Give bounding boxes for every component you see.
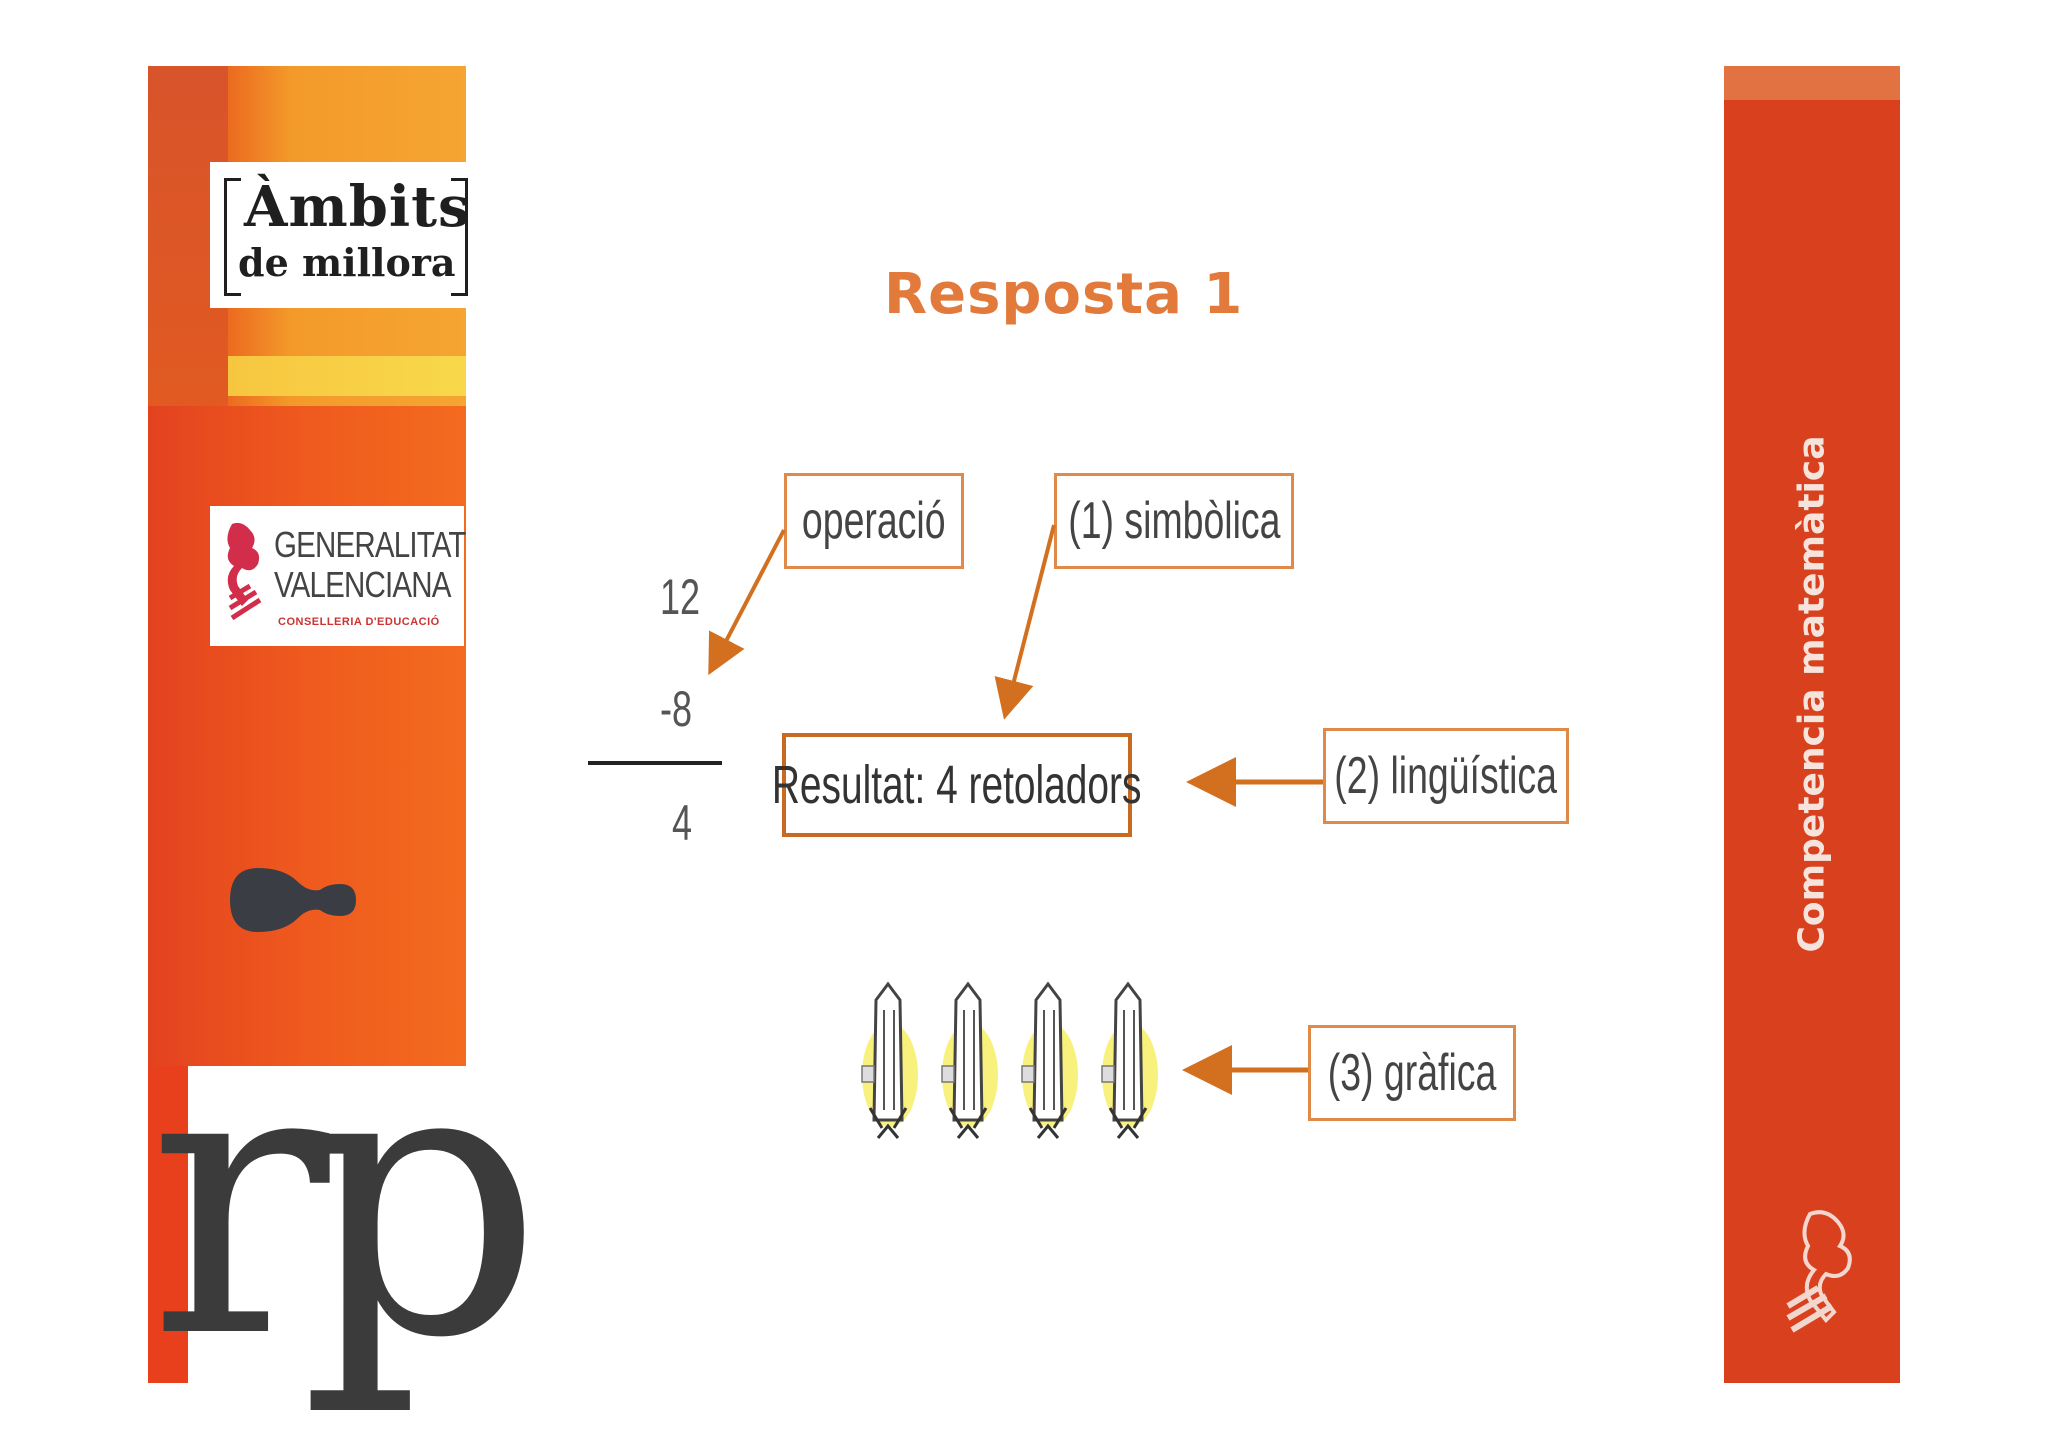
gv-line-1: GENERALITAT <box>274 524 466 565</box>
label-grafica-text: (3) gràfica <box>1327 1044 1497 1102</box>
marker-pen-icon <box>1021 981 1078 1139</box>
label-linguistica: (2) lingüística <box>1323 728 1569 824</box>
marker-pen-icon <box>861 981 918 1139</box>
left-band-bottom-edge <box>148 1066 188 1383</box>
result-box: Resultat: 4 retoladors <box>772 733 1142 837</box>
label-operacio: operació <box>784 473 964 569</box>
de-millora-word: de millora <box>238 240 456 285</box>
result-text: Resultat: 4 retoladors <box>772 755 1142 815</box>
arrow-operacio <box>708 529 786 676</box>
label-simbolica-text: (1) simbòlica <box>1067 492 1281 550</box>
right-band-top-strip <box>1724 66 1900 100</box>
operation-result: 4 <box>672 795 693 851</box>
label-linguistica-text: (2) lingüística <box>1334 747 1558 805</box>
gv-line-3: CONSELLERIA D'EDUCACIÓ <box>278 616 440 628</box>
gv-emblem-white-icon <box>1786 1210 1852 1333</box>
gv-emblem-icon <box>227 522 262 621</box>
ambits-de-millora-logo: Àmbits de millora <box>210 162 478 308</box>
operation-minuend: 12 <box>660 569 701 625</box>
marker-pen-icon <box>1101 981 1158 1139</box>
operation-result-line <box>588 761 722 765</box>
label-grafica: (3) gràfica <box>1308 1025 1516 1121</box>
blob-logo-icon <box>230 868 356 932</box>
left-band-yellow-strip <box>228 356 466 396</box>
slide-title: Resposta 1 <box>884 262 1244 327</box>
markers-illustration <box>861 981 1158 1139</box>
operation-subtrahend: -8 <box>660 681 693 737</box>
gv-line-2: VALENCIANA <box>274 564 451 605</box>
bracket-left <box>224 178 241 296</box>
left-band-bottom <box>148 1066 466 1383</box>
generalitat-valenciana-logo: GENERALITAT VALENCIANA CONSELLERIA D'EDU… <box>210 506 466 646</box>
bracket-right <box>451 178 468 296</box>
ambits-word: Àmbits <box>244 174 471 240</box>
rp-logo-mark: rp <box>148 978 543 1421</box>
right-decor-band: Competencia matemàtica <box>1724 66 1900 1383</box>
arrow-simbolica <box>994 524 1056 720</box>
label-simbolica: (1) simbòlica <box>1054 473 1294 569</box>
label-operacio-text: operació <box>802 492 946 550</box>
marker-pen-icon <box>941 981 998 1139</box>
